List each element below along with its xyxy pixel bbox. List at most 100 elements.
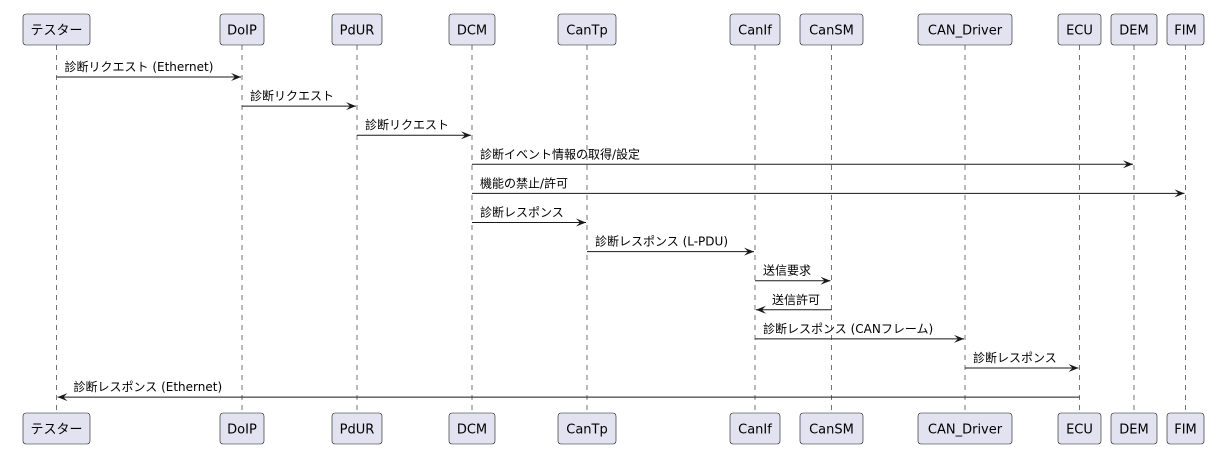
message-1: 診断リクエスト (Ethernet) [56,59,241,81]
participant-box [1166,13,1205,46]
participant-label: DEM [1119,24,1148,39]
message-arrowhead [346,102,356,111]
participant-label: テスター [30,423,82,438]
participant-box [917,13,1013,46]
participant-box [1110,412,1158,445]
participant-label: DEM [1119,423,1148,438]
message-4: 診断イベント情報の取得/設定 [472,146,1133,169]
participant-label: CAN_Driver [928,24,1003,39]
participant-label: FIM [1174,24,1197,39]
participant-can_driver-top: CAN_Driver [917,13,1013,46]
message-label: 診断レスポンス (Ethernet) [74,379,223,394]
participant-label: FIM [1174,423,1197,438]
message-11: 診断レスポンス [965,350,1079,372]
participant-box [729,13,781,46]
message-2: 診断リクエスト [242,88,356,111]
participant-label: DoIP [227,24,257,39]
participant-label: DCM [457,423,487,438]
participant-canif-bottom: CanIf [729,412,781,445]
participant-dem-bottom: DEM [1110,412,1158,445]
message-10: 診断レスポンス (CANフレーム) [755,321,964,343]
participant-pdur-bottom: PdUR [331,412,383,445]
participant-box [1166,412,1205,445]
participant-label: PdUR [340,423,375,438]
message-arrowhead [461,131,471,140]
message-arrowhead [57,393,68,402]
message-8: 送信要求 [755,263,831,285]
message-label: 診断イベント情報の取得/設定 [480,146,640,161]
message-label: 診断レスポンス (CANフレーム) [763,321,933,336]
participant-box [331,412,383,445]
participant-box [448,412,496,445]
participant-pdur-top: PdUR [331,13,383,46]
participant-box [331,13,383,46]
message-label: 診断リクエスト [250,88,334,103]
participant-label: ECU [1066,423,1093,438]
participant-box [917,412,1013,445]
participant-dcm-bottom: DCM [448,412,496,445]
participant-dem-top: DEM [1110,13,1158,46]
participant-can_driver-bottom: CAN_Driver [917,412,1013,445]
message-arrowhead [744,247,754,256]
participant-label: テスター [30,24,82,39]
participant-label: CanSM [809,24,854,39]
participant-box [799,13,864,46]
participant-box [219,13,265,46]
participant-box [799,412,864,445]
participant-fim-top: FIM [1166,13,1205,46]
participant-box [1057,412,1102,445]
participant-label: CanTp [566,24,607,39]
message-6: 診断レスポンス [472,205,586,227]
participant-doip-top: DoIP [219,13,265,46]
message-label: 送信要求 [763,263,811,278]
participant-box [22,13,91,46]
participant-cantp-top: CanTp [557,13,617,46]
participant-canif-top: CanIf [729,13,781,46]
message-arrowhead [1174,189,1185,198]
message-3: 診断リクエスト [357,117,471,140]
message-arrowhead [756,305,766,314]
participant-fim-bottom: FIM [1166,412,1205,445]
participant-dcm-top: DCM [448,13,496,46]
participant-label: CanIf [738,423,772,438]
message-label: 診断レスポンス (L-PDU) [595,234,728,249]
message-label: 機能の禁止/許可 [480,175,568,190]
message-label: 診断レスポンス [973,350,1057,365]
message-arrowhead [954,334,964,343]
participant-box [219,412,265,445]
participant-label: CanIf [738,24,772,39]
participant-label: ECU [1066,24,1093,39]
participant-label: CanTp [566,423,607,438]
participant-box [557,13,617,46]
participant-ecu-bottom: ECU [1057,412,1102,445]
participant-box [1110,13,1158,46]
participant-tester-bottom: テスター [22,412,91,445]
message-label: 送信許可 [772,292,820,307]
participant-label: CAN_Driver [928,423,1003,438]
participant-label: CanSM [809,423,854,438]
participant-box [729,412,781,445]
message-label: 診断リクエスト [365,117,449,132]
participant-ecu-top: ECU [1057,13,1102,46]
message-12: 診断レスポンス (Ethernet) [57,379,1080,402]
message-arrowhead [231,73,241,81]
participant-tester-top: テスター [22,13,91,46]
participant-box [22,412,91,445]
message-label: 診断リクエスト (Ethernet) [65,59,214,74]
message-9: 送信許可 [756,292,832,314]
participant-doip-bottom: DoIP [219,412,265,445]
participant-label: DoIP [227,423,257,438]
participant-box [557,412,617,445]
message-5: 機能の禁止/許可 [472,175,1185,198]
message-arrowhead [820,276,831,285]
message-arrowhead [1123,160,1133,169]
message-arrowhead [1068,364,1079,372]
message-7: 診断レスポンス (L-PDU) [587,234,754,256]
message-arrowhead [576,218,586,227]
participant-label: PdUR [340,24,375,39]
participant-cansm-bottom: CanSM [799,412,864,445]
participant-cantp-bottom: CanTp [557,412,617,445]
participant-box [448,13,496,46]
participant-cansm-top: CanSM [799,13,864,46]
